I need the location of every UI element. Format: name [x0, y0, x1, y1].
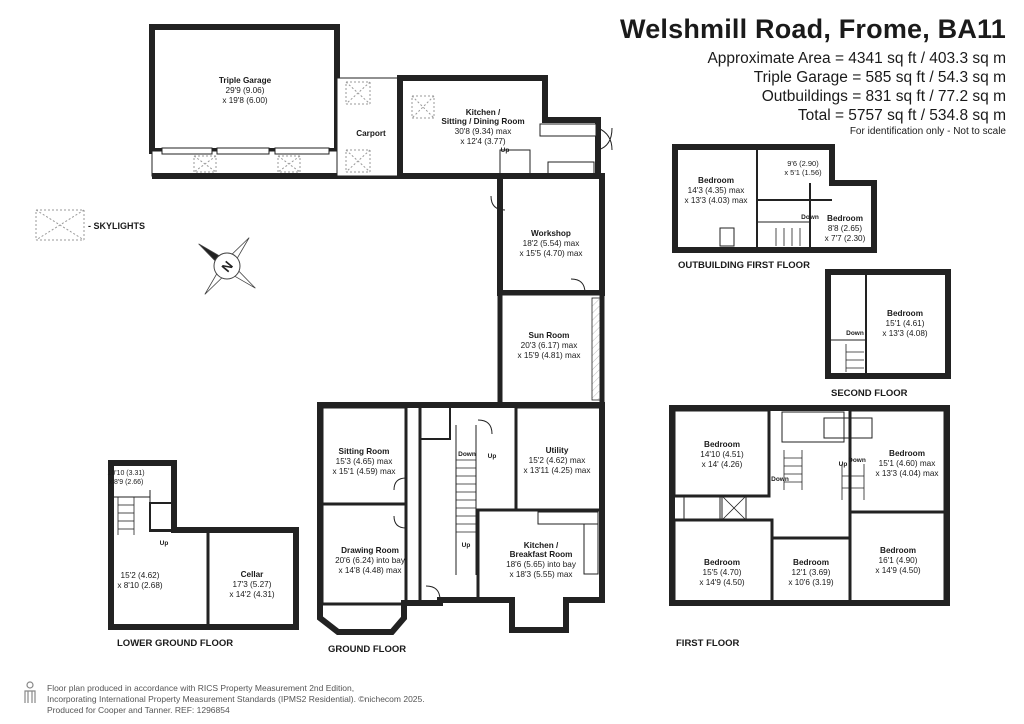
outbuilding-small-room-label: 9'6 (2.90)x 5'1 (1.56) [784, 159, 822, 177]
down-marker: Down [801, 214, 819, 221]
outbuilding-first-floor-label: OUTBUILDING FIRST FLOOR [678, 260, 810, 271]
triple-garage-area: Triple Garage = 585 sq ft / 54.3 sq m [753, 69, 1006, 86]
first-floor-label: FIRST FLOOR [676, 638, 739, 649]
person-logo-icon [24, 681, 36, 703]
second-floor-label: SECOND FLOOR [831, 388, 908, 399]
first-floor [669, 405, 950, 606]
down-marker: Down [846, 330, 864, 337]
sun-room-outline [497, 290, 605, 408]
up-marker: Up [160, 540, 169, 547]
second-floor [825, 269, 951, 379]
compass-icon: N [198, 237, 256, 295]
carport-label: Carport [356, 129, 386, 138]
second-floor-outline [825, 269, 951, 379]
up-marker: Up [501, 147, 510, 154]
identification-note: For identification only - Not to scale [849, 126, 1006, 137]
lower-ground-outline [108, 460, 299, 630]
footer-line: Incorporating International Property Mea… [47, 694, 425, 704]
down-marker: Down [771, 476, 789, 483]
lower-ground-room-label: 15'2 (4.62)x 8'10 (2.68) [117, 571, 163, 590]
up-marker: Up [839, 461, 848, 468]
footer-line: Produced for Cooper and Tanner. REF: 129… [47, 705, 230, 715]
up-marker: Up [488, 453, 497, 460]
skylights-legend: - SKYLIGHTS [35, 209, 145, 241]
down-marker: Down [458, 451, 476, 458]
property-title: Welshmill Road, Frome, BA11 [620, 14, 1006, 44]
footer-line: Floor plan produced in accordance with R… [47, 683, 355, 693]
up-marker: Up [462, 542, 471, 549]
ground-floor [317, 173, 605, 635]
skylights-legend-label: - SKYLIGHTS [88, 221, 145, 231]
total-area: Total = 5757 sq ft / 534.8 sq m [797, 107, 1006, 124]
footer-text: Floor plan produced in accordance with R… [47, 683, 425, 716]
carport-skylights [193, 81, 435, 173]
ground-floor-label: GROUND FLOOR [328, 644, 406, 655]
kitchen-sitting-dining-outline [397, 75, 601, 179]
outbuilding-first-floor [672, 144, 877, 253]
garage-block [149, 24, 613, 179]
outbuilding-outline [672, 144, 877, 253]
carport-outline [336, 77, 405, 177]
stair-markers: Up Down Up Up Up Down Down Down Up Down [160, 147, 866, 549]
lower-ground-floor-label: LOWER GROUND FLOOR [117, 638, 233, 649]
down-marker: Down [848, 457, 866, 464]
first-floor-outline [669, 405, 950, 606]
lower-ground-small-label: 10'10 (3.31)x 8'9 (2.66) [107, 470, 144, 486]
lower-ground-floor [108, 460, 299, 630]
floor-labels: LOWER GROUND FLOOR GROUND FLOOR FIRST FL… [117, 260, 908, 655]
approximate-area: Approximate Area = 4341 sq ft / 403.3 sq… [707, 50, 1006, 67]
outbuildings-area: Outbuildings = 831 sq ft / 77.2 sq m [761, 88, 1006, 105]
